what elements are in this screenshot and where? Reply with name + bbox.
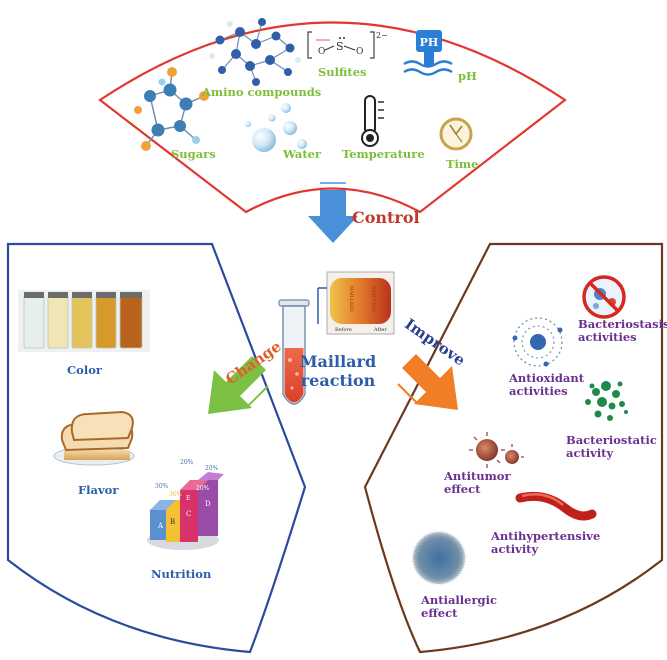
time-label: Time bbox=[446, 157, 479, 171]
chart-pct-3: 20% bbox=[205, 465, 219, 472]
ph-label: pH bbox=[458, 69, 477, 83]
chart-letter-b: B bbox=[170, 518, 175, 526]
temperature-label: Temperature bbox=[342, 147, 425, 161]
antiallergic-label: Antiallergic effect bbox=[421, 593, 497, 621]
sulfite-o-right: O bbox=[356, 47, 363, 57]
nutrition-label: Nutrition bbox=[151, 567, 212, 581]
photo-text-left: MAILLARD bbox=[348, 286, 354, 312]
green-bacteria-icon bbox=[585, 381, 628, 421]
flavor-label: Flavor bbox=[78, 483, 119, 497]
chart-letter-c: C bbox=[186, 510, 191, 518]
control-arrow bbox=[308, 182, 358, 243]
antitumor-virus-icon bbox=[469, 432, 524, 468]
water-icon bbox=[245, 103, 307, 152]
blood-vessel-icon bbox=[515, 491, 597, 521]
amino-compounds-icon bbox=[209, 18, 301, 86]
antioxidant-label: Antioxidant activities bbox=[509, 371, 585, 399]
improve-arrow bbox=[397, 354, 458, 410]
thermometer-icon bbox=[361, 95, 384, 147]
color-vials-photo bbox=[18, 290, 150, 352]
clock-icon bbox=[439, 117, 473, 151]
chart-pct-4: 30% bbox=[169, 491, 183, 498]
no-bacteria-icon bbox=[582, 275, 626, 319]
chart-letter-a: A bbox=[157, 522, 164, 530]
color-label: Color bbox=[67, 363, 102, 377]
chart-letter-d: D bbox=[205, 500, 211, 508]
photo-text-right: REACTION bbox=[370, 286, 376, 312]
test-tube-icon bbox=[278, 299, 310, 405]
bread-plate-icon bbox=[53, 410, 135, 466]
sugars-icon bbox=[134, 67, 209, 151]
nutrition-chart: A B C D E 30% 20% 20% 30% 20% bbox=[147, 459, 224, 550]
chart-pct-2: 20% bbox=[180, 459, 194, 466]
chart-pct-1: 30% bbox=[155, 483, 169, 490]
antihypertensive-label: Antihypertensive activity bbox=[491, 529, 601, 557]
bacteriostatic-label: Bacteriostatic activity bbox=[566, 433, 657, 461]
water-label: Water bbox=[283, 147, 322, 161]
ph-meter-icon: PH bbox=[403, 30, 453, 76]
sugars-label: Sugars bbox=[171, 147, 216, 161]
sulfites-label: Sulfites bbox=[318, 65, 367, 79]
sulfite-formula-icon: 2− S O O bbox=[307, 31, 388, 59]
chart-pct-5: 20% bbox=[196, 485, 210, 492]
antioxidant-atom-icon bbox=[512, 317, 563, 367]
antiallergic-cell-icon bbox=[411, 530, 467, 586]
photo-before-label: Before bbox=[335, 327, 352, 333]
control-label: Control bbox=[352, 208, 420, 227]
ph-sign: PH bbox=[420, 36, 439, 49]
sulfite-charge: 2− bbox=[376, 31, 388, 40]
sulfite-s: S bbox=[336, 40, 344, 53]
maillard-title-2: reaction bbox=[301, 371, 376, 390]
change-arrow bbox=[208, 356, 270, 414]
sulfite-o-left: O bbox=[318, 47, 325, 57]
maillard-title-1: Maillard bbox=[300, 352, 376, 371]
bacteriostasis-label: Bacteriostasis activities bbox=[578, 317, 667, 345]
chart-letter-e: E bbox=[186, 495, 190, 502]
photo-after-label: After bbox=[373, 327, 387, 333]
amino-compounds-label: Amino compounds bbox=[202, 85, 322, 99]
antitumor-label: Antitumor effect bbox=[444, 469, 511, 497]
before-after-photo: MAILLARD REACTION Before After bbox=[317, 271, 395, 335]
